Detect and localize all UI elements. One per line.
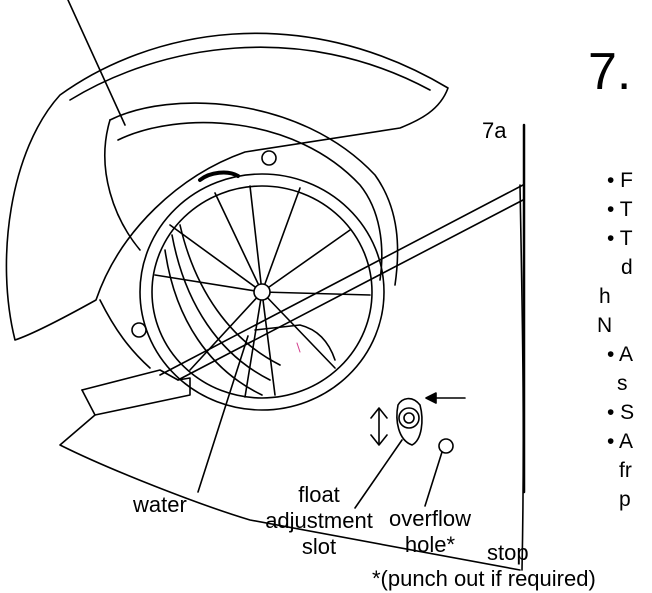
bullet-fragment: • T — [607, 227, 633, 250]
bullet-fragment: p — [619, 488, 631, 511]
tray-top-rim — [159, 184, 524, 376]
label-water: water — [133, 492, 187, 517]
leader-overflow — [424, 451, 443, 507]
adjust-arrow-head-up — [370, 407, 388, 419]
leader-float-slot — [354, 439, 403, 509]
label-float-line1: float — [298, 482, 340, 507]
instruction-list: • F • T • T d h N • A s • S • A fr p — [597, 166, 652, 514]
label-overflow-hole: overflow hole* — [378, 506, 482, 558]
bullet-fragment: s — [617, 372, 628, 395]
bullet-fragment: • A — [607, 343, 634, 366]
adjust-nut-core — [403, 412, 415, 424]
float-ring-depth — [164, 249, 263, 396]
tray-side — [81, 389, 96, 416]
bullet-fragment: • A — [607, 430, 634, 453]
label-float-adjustment-slot: float adjustment slot — [258, 482, 380, 560]
float-hub — [253, 283, 271, 301]
step-number: 7. — [588, 43, 632, 101]
label-overflow-line1: overflow — [389, 506, 471, 531]
float-ring-outer — [139, 173, 385, 411]
bracket-arch-outer — [109, 102, 399, 286]
water-surface — [254, 324, 336, 361]
tray-body — [59, 369, 521, 571]
bullet-fragment: fr — [619, 459, 632, 482]
label-punch-note: *(punch out if required) — [372, 566, 596, 591]
cover-inner-curve — [69, 46, 431, 101]
bullet-fragment: d — [621, 256, 633, 279]
bullet-fragment: • F — [607, 169, 634, 192]
bracket-left-wall — [99, 299, 151, 369]
float-ring-depth-2 — [171, 234, 271, 381]
label-float-line2: adjustment — [265, 508, 373, 533]
label-stop: stop — [487, 540, 529, 565]
leader-line-top — [67, 0, 126, 126]
bullet-fragment: h — [599, 285, 611, 308]
bullet-fragment: • T — [607, 198, 633, 221]
bracket-arch-inner — [117, 121, 383, 281]
bullet-fragment: N — [597, 314, 613, 337]
clip — [198, 170, 240, 182]
leader-water — [197, 335, 249, 493]
tray-top-rim-inner — [177, 199, 524, 381]
bullet-fragment: • S — [607, 401, 635, 424]
label-float-line3: slot — [301, 534, 337, 559]
bracket-side — [104, 119, 141, 251]
water-mark — [296, 342, 301, 353]
mount-hole-left — [131, 322, 147, 338]
adjust-slot — [396, 397, 423, 446]
float-ring-depth-3 — [179, 224, 281, 366]
label-overflow-line2: hole* — [404, 532, 456, 557]
overflow-hole — [438, 438, 454, 454]
mount-hole-top — [261, 150, 277, 166]
float-spokes — [154, 185, 371, 398]
sub-step-label: 7a — [482, 118, 507, 143]
cover-shell — [5, 32, 449, 341]
adjust-nut — [398, 407, 420, 429]
pointer-arrow-head — [425, 392, 437, 404]
float-ring-inner — [151, 185, 373, 399]
adjust-arrow-head-down — [370, 434, 388, 446]
